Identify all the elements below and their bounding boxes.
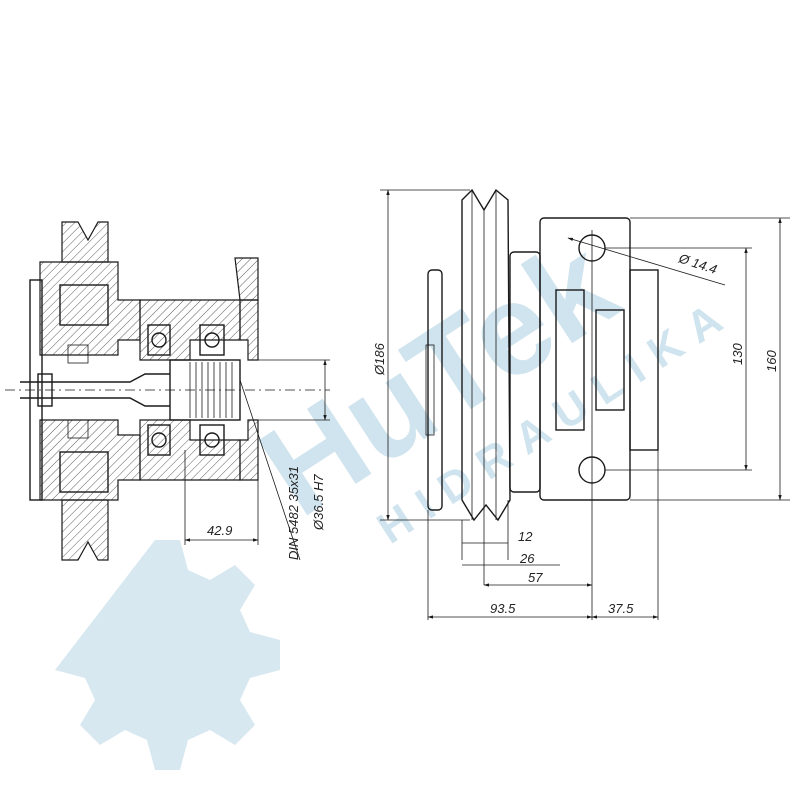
side-view: Ø186 160 130 Ø 14.4 12 26 57 93.5 37.5 <box>372 188 790 620</box>
dim-hole-diameter: Ø 14.4 <box>676 250 719 277</box>
dim-hole-spacing: 130 <box>730 343 745 365</box>
dim-din-spline: DIN 5482 35x31 <box>286 466 301 560</box>
dim-length-37-5: 37.5 <box>608 601 634 616</box>
watermark-logo: HuTek HIDRAULIKA <box>55 210 742 770</box>
dim-length-93-5: 93.5 <box>490 601 516 616</box>
dim-pulley-diameter: Ø186 <box>372 342 387 376</box>
dim-length-57: 57 <box>528 570 543 585</box>
dim-bore: Ø36.5 H7 <box>311 474 326 531</box>
watermark-gear-icon <box>55 540 280 770</box>
dim-groove-2: 26 <box>519 551 535 566</box>
dim-shaft-offset: 42.9 <box>207 523 232 538</box>
dim-flange-height: 160 <box>764 350 779 372</box>
dim-groove-1: 12 <box>518 529 533 544</box>
section-view: 42.9 Ø36.5 H7 DIN 5482 35x31 <box>5 221 330 561</box>
